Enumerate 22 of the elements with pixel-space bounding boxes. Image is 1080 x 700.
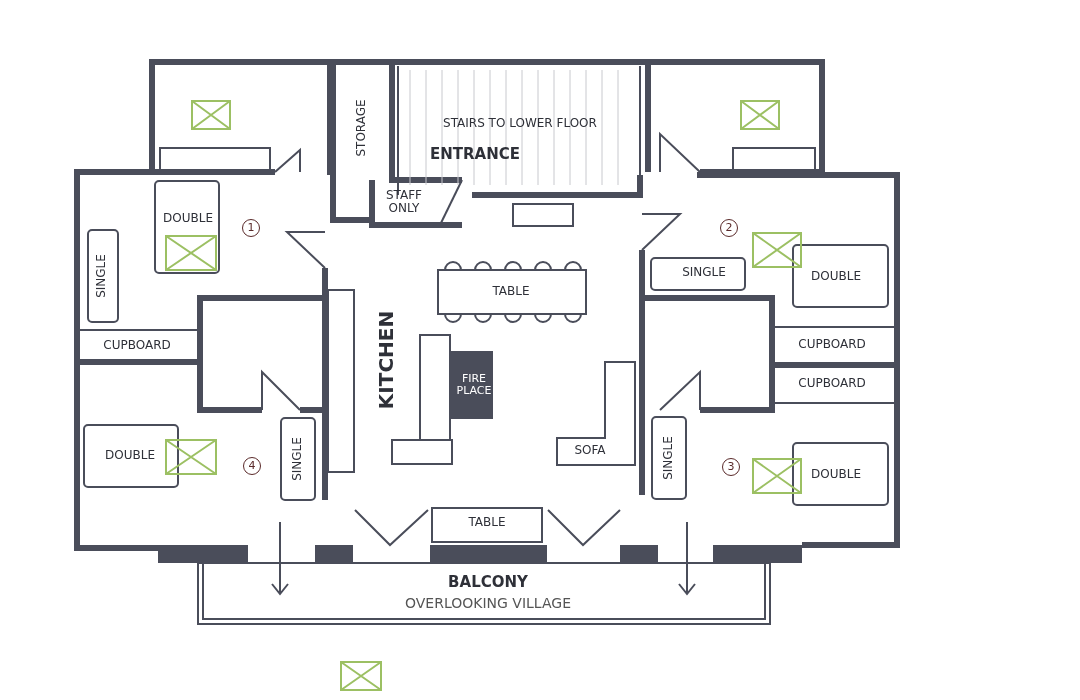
- furniture-label: TABLE: [468, 516, 506, 530]
- room-label: ENTRANCE: [430, 145, 520, 163]
- furniture-label: DOUBLE: [811, 270, 861, 284]
- furniture-label: TABLE: [492, 285, 530, 299]
- furniture-label: SINGLE: [662, 436, 676, 480]
- room-label: STORAGE: [355, 99, 369, 157]
- furniture-label: SINGLE: [682, 266, 726, 280]
- furniture-label: SINGLE: [291, 437, 305, 481]
- room-subtitle: OVERLOOKING VILLAGE: [405, 596, 571, 612]
- furniture-label: SOFA: [574, 444, 606, 458]
- furniture-label: DOUBLE: [811, 468, 861, 482]
- room-label: FIRE PLACE: [455, 372, 493, 398]
- room-label: KITCHEN: [375, 310, 397, 410]
- room-label: STAIRS TO LOWER FLOOR: [443, 117, 597, 131]
- room-label: CUPBOARD: [798, 377, 866, 391]
- furniture-label: DOUBLE: [105, 449, 155, 463]
- furniture-label: DOUBLE: [163, 212, 213, 226]
- furniture-label: SINGLE: [95, 254, 109, 298]
- room-label: CUPBOARD: [103, 339, 171, 353]
- room-label: BALCONY: [448, 573, 528, 591]
- room-label: CUPBOARD: [798, 338, 866, 352]
- room-label: STAFF ONLY: [385, 188, 423, 216]
